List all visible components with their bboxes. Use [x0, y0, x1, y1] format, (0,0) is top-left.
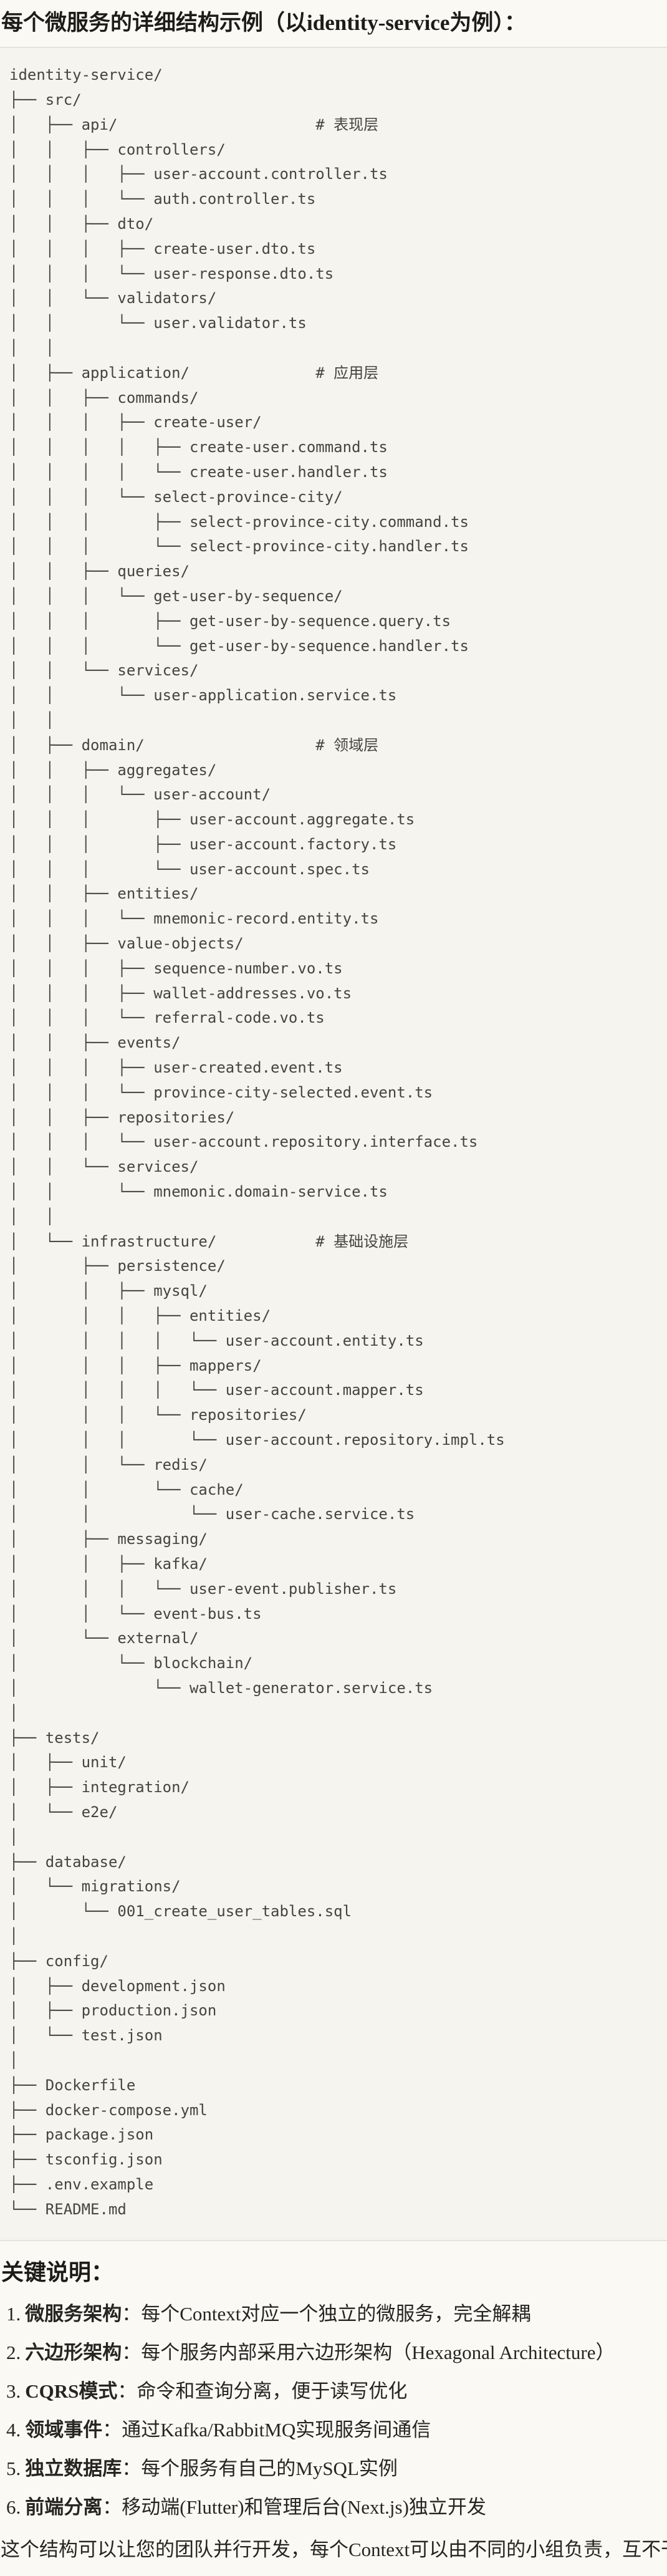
note-colon: ：	[102, 2418, 122, 2441]
note-number: 4.	[6, 2418, 21, 2441]
note-text: 每个服务有自己的MySQL实例	[141, 2457, 398, 2479]
note-number: 1.	[6, 2302, 21, 2325]
notes-list: 1.微服务架构：每个Context对应一个独立的微服务，完全解耦 2.六边形架构…	[0, 2299, 667, 2522]
code-block: identity-service/ ├── src/ │ ├── api/ # …	[0, 47, 667, 2241]
closing-paragraph: 这个结构可以让您的团队并行开发，每个Context可以由不同的小组负责，互不干扰…	[1, 2538, 667, 2560]
note-label: 前端分离	[25, 2496, 103, 2518]
note-item-5: 5.独立数据库：每个服务有自己的MySQL实例	[6, 2454, 667, 2484]
note-label: 独立数据库	[25, 2457, 122, 2479]
note-item-6: 6.前端分离：移动端(Flutter)和管理后台(Next.js)独立开发	[6, 2492, 667, 2522]
note-colon: ：	[117, 2380, 137, 2402]
note-text: 每个Context对应一个独立的微服务，完全解耦	[141, 2302, 531, 2325]
file-tree: identity-service/ ├── src/ │ ├── api/ # …	[9, 66, 505, 2218]
page-title: 每个微服务的详细结构示例（以identity-service为例）：	[1, 11, 526, 35]
note-number: 6.	[6, 2496, 21, 2518]
note-text: 通过Kafka/RabbitMQ实现服务间通信	[122, 2418, 431, 2441]
note-text: 命令和查询分离，便于读写优化	[137, 2380, 408, 2402]
note-text: 每个服务内部采用六边形架构（Hexagonal Architecture）	[141, 2341, 615, 2363]
note-number: 2.	[6, 2341, 21, 2363]
note-item-4: 4.领域事件：通过Kafka/RabbitMQ实现服务间通信	[6, 2415, 667, 2445]
note-label: CQRS模式	[25, 2380, 118, 2402]
note-text: 移动端(Flutter)和管理后台(Next.js)独立开发	[122, 2496, 486, 2518]
note-label: 领域事件	[25, 2418, 103, 2441]
note-colon: ：	[122, 2457, 142, 2479]
note-item-3: 3.CQRS模式：命令和查询分离，便于读写优化	[6, 2376, 667, 2406]
note-colon: ：	[102, 2496, 122, 2518]
note-item-2: 2.六边形架构：每个服务内部采用六边形架构（Hexagonal Architec…	[6, 2338, 667, 2368]
note-label: 微服务架构	[25, 2302, 122, 2325]
note-item-1: 1.微服务架构：每个Context对应一个独立的微服务，完全解耦	[6, 2299, 667, 2329]
note-colon: ：	[122, 2341, 142, 2363]
note-label: 六边形架构	[25, 2341, 122, 2363]
note-colon: ：	[122, 2302, 142, 2325]
note-number: 5.	[6, 2457, 21, 2479]
note-number: 3.	[6, 2380, 21, 2402]
notes-heading: 关键说明：	[1, 2259, 114, 2285]
document-page: 每个微服务的详细结构示例（以identity-service为例）： ident…	[0, 9, 667, 2565]
